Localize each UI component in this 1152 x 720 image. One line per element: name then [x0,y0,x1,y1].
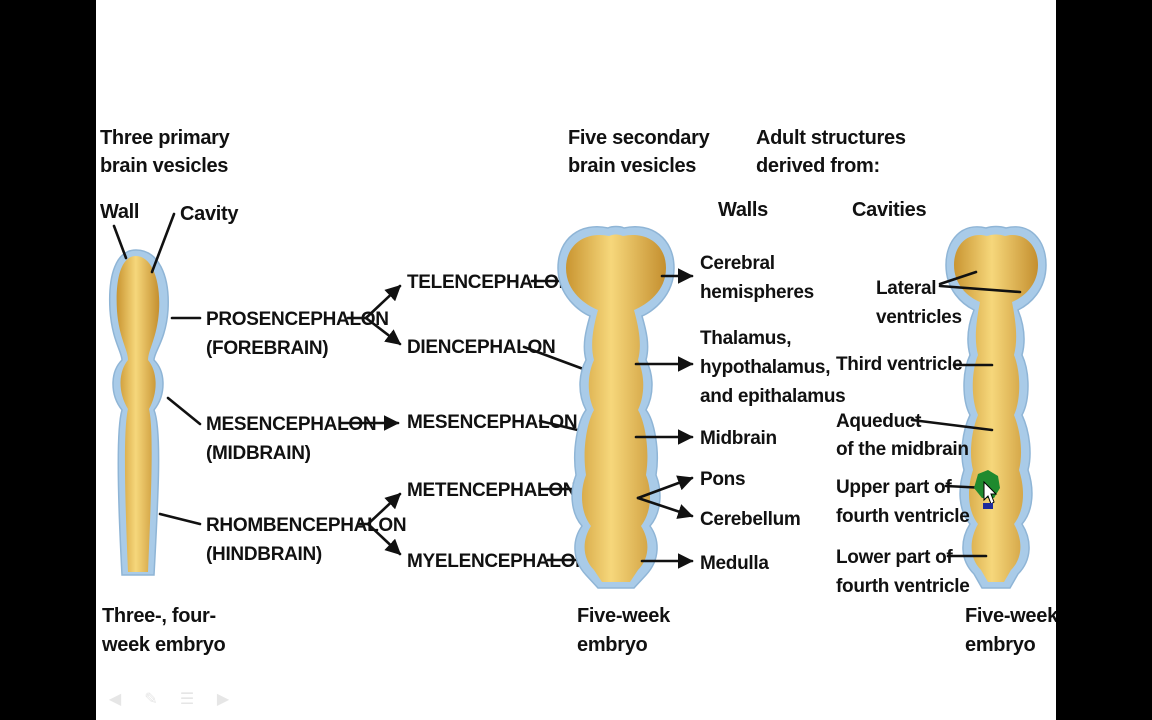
wall-cerebral-hemispheres: Cerebral hemispheres [700,253,814,303]
label-mesencephalon-primary: MESENCEPHALON (MIDBRAIN) [206,414,381,464]
cavity-aqueduct: Aqueduct of the midbrain [836,411,969,460]
arrow-to-cerebellum [636,496,694,519]
label-mesencephalon-secondary: MESENCEPHALON [407,412,577,433]
secondary-vesicle-tube [557,225,675,589]
menu-icon[interactable]: ☰ [179,689,195,708]
wall-pons: Pons [700,469,745,490]
label-rhombencephalon: RHOMBENCEPHALON (HINDBRAIN) [206,515,411,565]
label-metencephalon: METENCEPHALON [407,480,576,501]
cavity-lower-fourth: Lower part of fourth ventricle [836,547,970,597]
cavity-lateral-ventricles: Lateral ventricles [876,278,962,328]
mesencephalon-primary-line [166,396,202,426]
wall-pointer-line [112,224,128,260]
header-secondary: Five secondary brain vesicles [568,127,715,177]
wall-midbrain: Midbrain [700,428,777,449]
pen-icon[interactable]: ✎ [144,689,158,708]
label-prosencephalon: PROSENCEPHALON (FOREBRAIN) [206,309,394,359]
cavity-pointer-line [150,212,176,274]
label-telencephalon: TELENCEPHALON [407,272,572,293]
arrow-to-myelencephalon [366,522,402,556]
lateral-line-2 [938,284,1022,294]
header-cavities: Cavities [852,199,926,221]
label-myelencephalon: MYELENCEPHALON [407,551,589,572]
wall-cerebellum: Cerebellum [700,509,800,530]
cavity-third-ventricle: Third ventricle [836,354,962,375]
label-wall: Wall [100,201,139,223]
cavity-upper-fourth: Upper part of fourth ventricle [836,477,970,527]
prev-slide-icon[interactable]: ◀ [108,689,122,708]
caption-middle: Five-week embryo [577,605,675,656]
lateral-line-1 [938,270,978,286]
wall-medulla: Medulla [700,553,769,574]
rhombencephalon-line [158,512,202,526]
aqueduct-line [910,418,994,432]
caption-right: Five-week embryo [965,605,1056,656]
arrow-to-metencephalon [366,492,402,526]
header-adult: Adult structures derived from: [756,127,911,177]
next-slide-icon[interactable]: ▶ [216,689,230,708]
label-cavity: Cavity [180,203,239,225]
arrow-to-pons [636,475,694,500]
brain-vesicle-diagram: Three primary brain vesicles Five second… [100,127,1056,656]
arrow-to-diencephalon [364,316,402,346]
primary-vesicle-tube [108,249,169,576]
arrow-to-telencephalon [364,284,402,320]
pointer-cursor-icon [974,470,1000,509]
adult-cavity-tube [945,225,1047,589]
header-primary: Three primary brain vesicles [100,127,235,177]
wall-thalamus: Thalamus, hypothalamus, and epithalamus [700,328,845,407]
label-diencephalon: DIENCEPHALON [407,337,555,358]
caption-left: Three-, four- week embryo [101,605,226,656]
header-walls: Walls [718,199,768,221]
diencephalon-line [522,345,588,372]
slide: Three primary brain vesicles Five second… [96,0,1056,720]
slide-nav: ◀ ✎ ☰ ▶ [104,690,234,708]
